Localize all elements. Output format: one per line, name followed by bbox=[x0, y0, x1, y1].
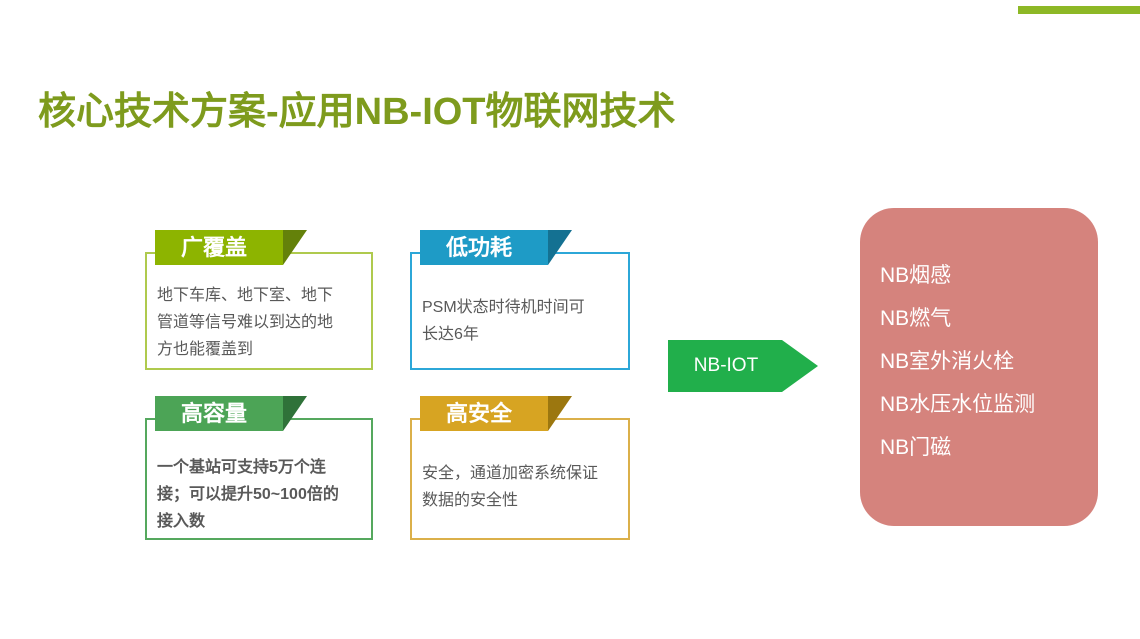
application-item-hydrant: NB室外消火栓 bbox=[880, 350, 1015, 373]
application-item-smoke: NB烟感 bbox=[880, 264, 952, 287]
feature-card-low-power-header: 低功耗 bbox=[420, 230, 549, 265]
feature-card-high-security-body: 安全，通道加密系统保证数据的安全性 bbox=[422, 465, 599, 509]
feature-card-high-capacity: 高容量 一个基站可支持5万个连接；可以提升50~100倍的接入数 bbox=[145, 396, 373, 540]
feature-card-coverage: 广覆盖 地下车库、地下室、地下管道等信号难以到达的地方也能覆盖到 bbox=[145, 230, 373, 370]
feature-card-high-capacity-ribbon: 高容量 bbox=[155, 396, 308, 431]
ribbon-fold-icon bbox=[548, 396, 573, 431]
ribbon-fold-icon bbox=[283, 396, 308, 431]
feature-card-high-security-header: 高安全 bbox=[420, 396, 549, 431]
feature-card-low-power-body: PSM状态时待机时间可长达6年 bbox=[422, 299, 585, 343]
application-item-water-monitor: NB水压水位监测 bbox=[880, 393, 1036, 416]
feature-card-coverage-header: 广覆盖 bbox=[155, 230, 284, 265]
application-item-gas: NB燃气 bbox=[880, 307, 952, 330]
page-title: 核心技术方案-应用NB-IOT物联网技术 bbox=[38, 91, 676, 133]
feature-card-coverage-ribbon: 广覆盖 bbox=[155, 230, 308, 265]
feature-card-high-security-ribbon: 高安全 bbox=[420, 396, 573, 431]
feature-card-high-capacity-body: 一个基站可支持5万个连接；可以提升50~100倍的接入数 bbox=[157, 459, 339, 530]
feature-card-low-power-ribbon: 低功耗 bbox=[420, 230, 573, 265]
feature-card-high-security: 高安全 安全，通道加密系统保证数据的安全性 bbox=[410, 396, 630, 540]
ribbon-fold-icon bbox=[548, 230, 573, 265]
feature-card-low-power: 低功耗 PSM状态时待机时间可长达6年 bbox=[410, 230, 630, 370]
nb-iot-arrow: NB-IOT bbox=[668, 340, 818, 392]
feature-card-coverage-body: 地下车库、地下室、地下管道等信号难以到达的地方也能覆盖到 bbox=[157, 287, 334, 358]
applications-panel: NB烟感 NB燃气 NB室外消火栓 NB水压水位监测 NB门磁 bbox=[860, 208, 1098, 526]
nb-iot-arrow-label: NB-IOT bbox=[693, 355, 759, 376]
top-accent-bar bbox=[1018, 6, 1140, 14]
feature-card-high-capacity-header: 高容量 bbox=[155, 396, 284, 431]
ribbon-fold-icon bbox=[283, 230, 308, 265]
application-item-door-magnet: NB门磁 bbox=[880, 436, 952, 459]
